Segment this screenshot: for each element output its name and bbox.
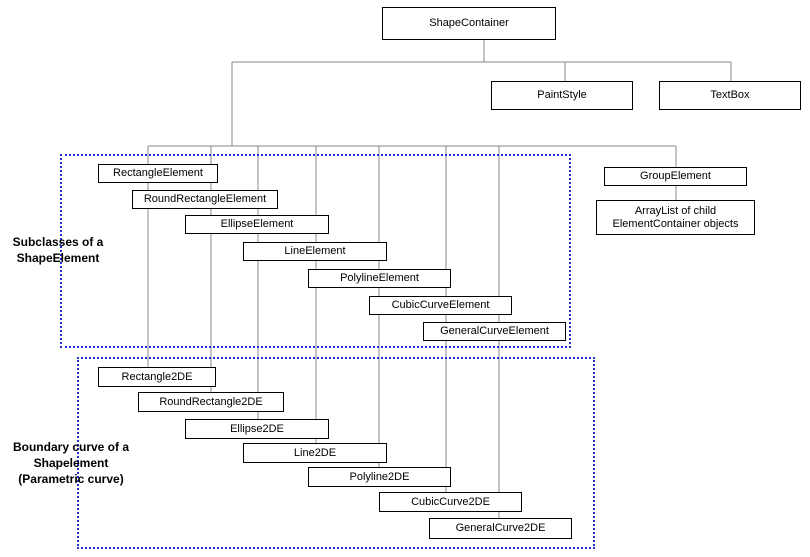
text-box-box[interactable]: TextBox [659,81,801,110]
boundary-label-line1: Boundary curve of a [12,440,130,454]
ellipse-element-box[interactable]: EllipseElement [185,215,329,234]
line-2de-box[interactable]: Line2DE [243,443,387,463]
boundary-region-label: Boundary curve of a Shapelement (Paramet… [0,439,142,487]
round-rectangle-element-box[interactable]: RoundRectangleElement [132,190,278,209]
boundary-curve-region [77,357,595,549]
round-rectangle-2de-box[interactable]: RoundRectangle2DE [138,392,284,412]
paint-style-label: PaintStyle [537,89,587,101]
cubic-curve-element-box[interactable]: CubicCurveElement [369,296,512,315]
boundary-label-line3: (Parametric curve) [18,472,124,486]
shape-element-region [60,154,571,348]
general-curve-2de-box[interactable]: GeneralCurve2DE [429,518,572,539]
group-children-line2: ElementContainer objects [612,217,739,230]
shape-container-label: ShapeContainer [429,17,509,29]
rectangle-element-box[interactable]: RectangleElement [98,164,218,183]
cubic-curve-element-label: CubicCurveElement [391,299,490,311]
paint-style-box[interactable]: PaintStyle [491,81,633,110]
cubic-curve-2de-label: CubicCurve2DE [411,495,490,508]
round-rectangle-element-label: RoundRectangleElement [143,193,267,205]
subclasses-label-line2: ShapeElement [16,251,100,265]
subclasses-label-line1: Subclasses of a [12,235,104,249]
polyline-element-label: PolylineElement [340,272,419,284]
round-rectangle-2de-label: RoundRectangle2DE [159,395,263,408]
polyline-2de-box[interactable]: Polyline2DE [308,467,451,487]
ellipse-2de-label: Ellipse2DE [230,422,284,435]
cubic-curve-2de-box[interactable]: CubicCurve2DE [379,492,522,512]
general-curve-element-box[interactable]: GeneralCurveElement [423,322,566,341]
rectangle-element-label: RectangleElement [113,167,203,179]
rectangle-2de-box[interactable]: Rectangle2DE [98,367,216,387]
polyline-element-box[interactable]: PolylineElement [308,269,451,288]
rectangle-2de-label: Rectangle2DE [121,370,193,383]
line-element-label: LineElement [284,245,346,257]
group-children-line1: ArrayList of child [634,204,717,217]
group-element-label: GroupElement [640,170,711,182]
shape-container-box[interactable]: ShapeContainer [382,7,556,40]
general-curve-element-label: GeneralCurveElement [440,325,549,337]
text-box-label: TextBox [710,89,750,101]
line-element-box[interactable]: LineElement [243,242,387,261]
group-element-box[interactable]: GroupElement [604,167,747,186]
subclasses-region-label: Subclasses of a ShapeElement [0,234,116,266]
general-curve-2de-label: GeneralCurve2DE [455,522,546,534]
boundary-label-line2: Shapelement [33,456,109,470]
group-children-box[interactable]: ArrayList of child ElementContainer obje… [596,200,755,235]
ellipse-2de-box[interactable]: Ellipse2DE [185,419,329,439]
ellipse-element-label: EllipseElement [220,218,294,230]
line-2de-label: Line2DE [293,446,337,459]
polyline-2de-label: Polyline2DE [349,470,410,483]
